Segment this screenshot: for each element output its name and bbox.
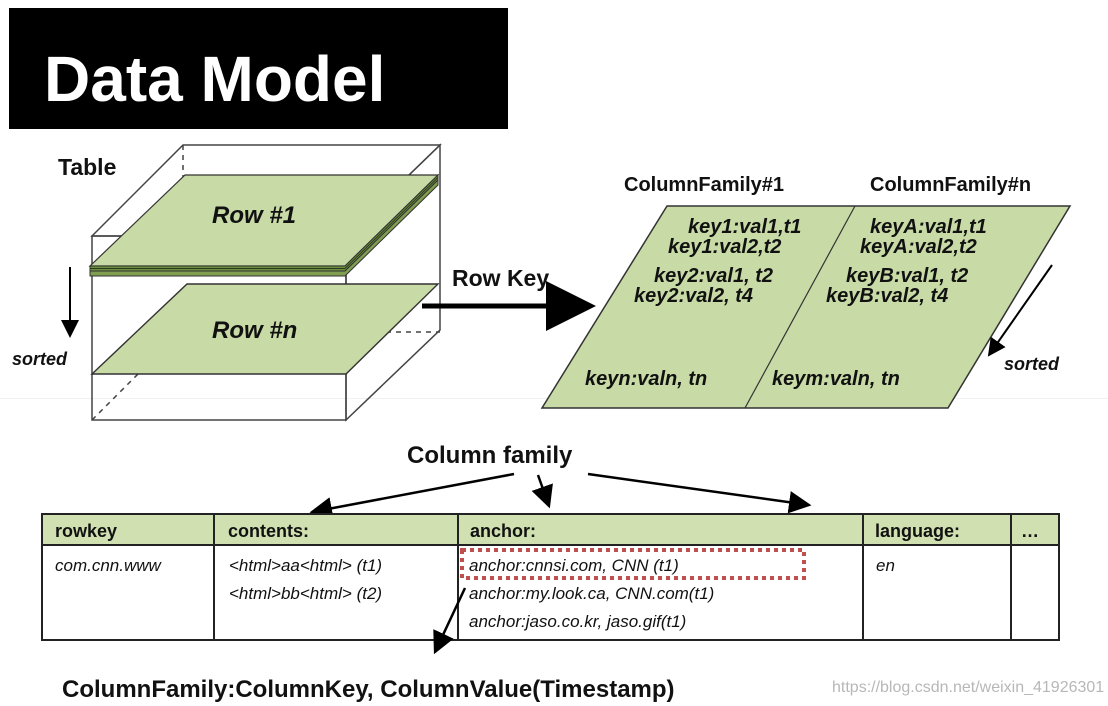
row-1-label: Row #1 <box>212 202 296 229</box>
cf1-value: key2:val2, t4 <box>634 285 753 307</box>
cfn-value: keyB:val2, t4 <box>826 285 948 307</box>
cell-contents: <html>bb<html> (t2) <box>229 584 382 603</box>
column-family-pointer <box>587 472 812 514</box>
header-more: … <box>1021 521 1039 541</box>
table-sorted-label: sorted <box>12 349 68 369</box>
row-slab-edge <box>89 178 439 277</box>
watermark: https://blog.csdn.net/weixin_41926301 <box>832 679 1105 696</box>
cell-anchor: anchor:cnnsi.com, CNN (t1) <box>469 556 679 575</box>
highlighted-anchor-box <box>460 548 806 580</box>
header-anchor: anchor: <box>470 521 536 541</box>
header-contents: contents: <box>228 521 309 541</box>
cell-contents: <html>aa<html> (t1) <box>229 556 382 575</box>
cell-rowkey: com.cnn.www <box>55 556 163 575</box>
row-slab-edge <box>344 177 439 269</box>
cf1-label: ColumnFamily#1 <box>624 174 784 196</box>
table-outline <box>41 513 1060 641</box>
column-family-callout: Column family <box>309 442 812 520</box>
cell-anchor: anchor:my.look.ca, CNN.com(t1) <box>469 584 714 603</box>
row-n-slab <box>90 283 440 375</box>
row-key-connector: Row Key <box>422 265 596 331</box>
cf1-value: keyn:valn, tn <box>585 368 707 390</box>
family-sorted-arrow <box>987 264 1053 357</box>
column-family-panel: ColumnFamily#1 ColumnFamily#n key1:val1,… <box>540 174 1072 409</box>
column-key-caption: ColumnFamily:ColumnKey, ColumnValue(Time… <box>62 676 675 703</box>
column-family-table: rowkey contents: anchor: language: … com… <box>41 513 1060 655</box>
table-header-band <box>42 514 1059 545</box>
cfn-value: keyA:val1,t1 <box>870 216 987 238</box>
column-key-arrow <box>433 587 467 655</box>
column-family-pointer <box>531 474 553 509</box>
cf1-value: key1:val1,t1 <box>688 216 801 238</box>
cf1-value: key1:val2,t2 <box>668 236 781 258</box>
column-family-divider <box>744 205 856 409</box>
family-sorted-label: sorted <box>1004 354 1060 374</box>
slide-title: Data Model <box>44 43 386 115</box>
cfn-value: keyB:val1, t2 <box>846 265 968 287</box>
table-cube: Table Row #1 Row #n sorted <box>12 143 442 422</box>
cfn-value: keyA:val2,t2 <box>860 236 977 258</box>
cell-language: en <box>876 556 895 575</box>
table-label: Table <box>58 154 116 180</box>
cube-hidden-edge <box>91 371 141 421</box>
row-key-label: Row Key <box>452 265 549 291</box>
title-bar <box>9 8 508 129</box>
column-family-area <box>540 205 1072 409</box>
row-n-label: Row #n <box>212 317 297 344</box>
cfn-value: keym:valn, tn <box>772 368 900 390</box>
header-rowkey: rowkey <box>55 521 117 541</box>
cell-anchor: anchor:jaso.co.kr, jaso.gif(t1) <box>469 612 686 631</box>
cf1-value: key2:val1, t2 <box>654 265 773 287</box>
header-language: language: <box>875 521 960 541</box>
column-family-pointer <box>309 472 515 520</box>
cfn-label: ColumnFamily#n <box>870 174 1031 196</box>
column-family-label: Column family <box>407 442 573 469</box>
